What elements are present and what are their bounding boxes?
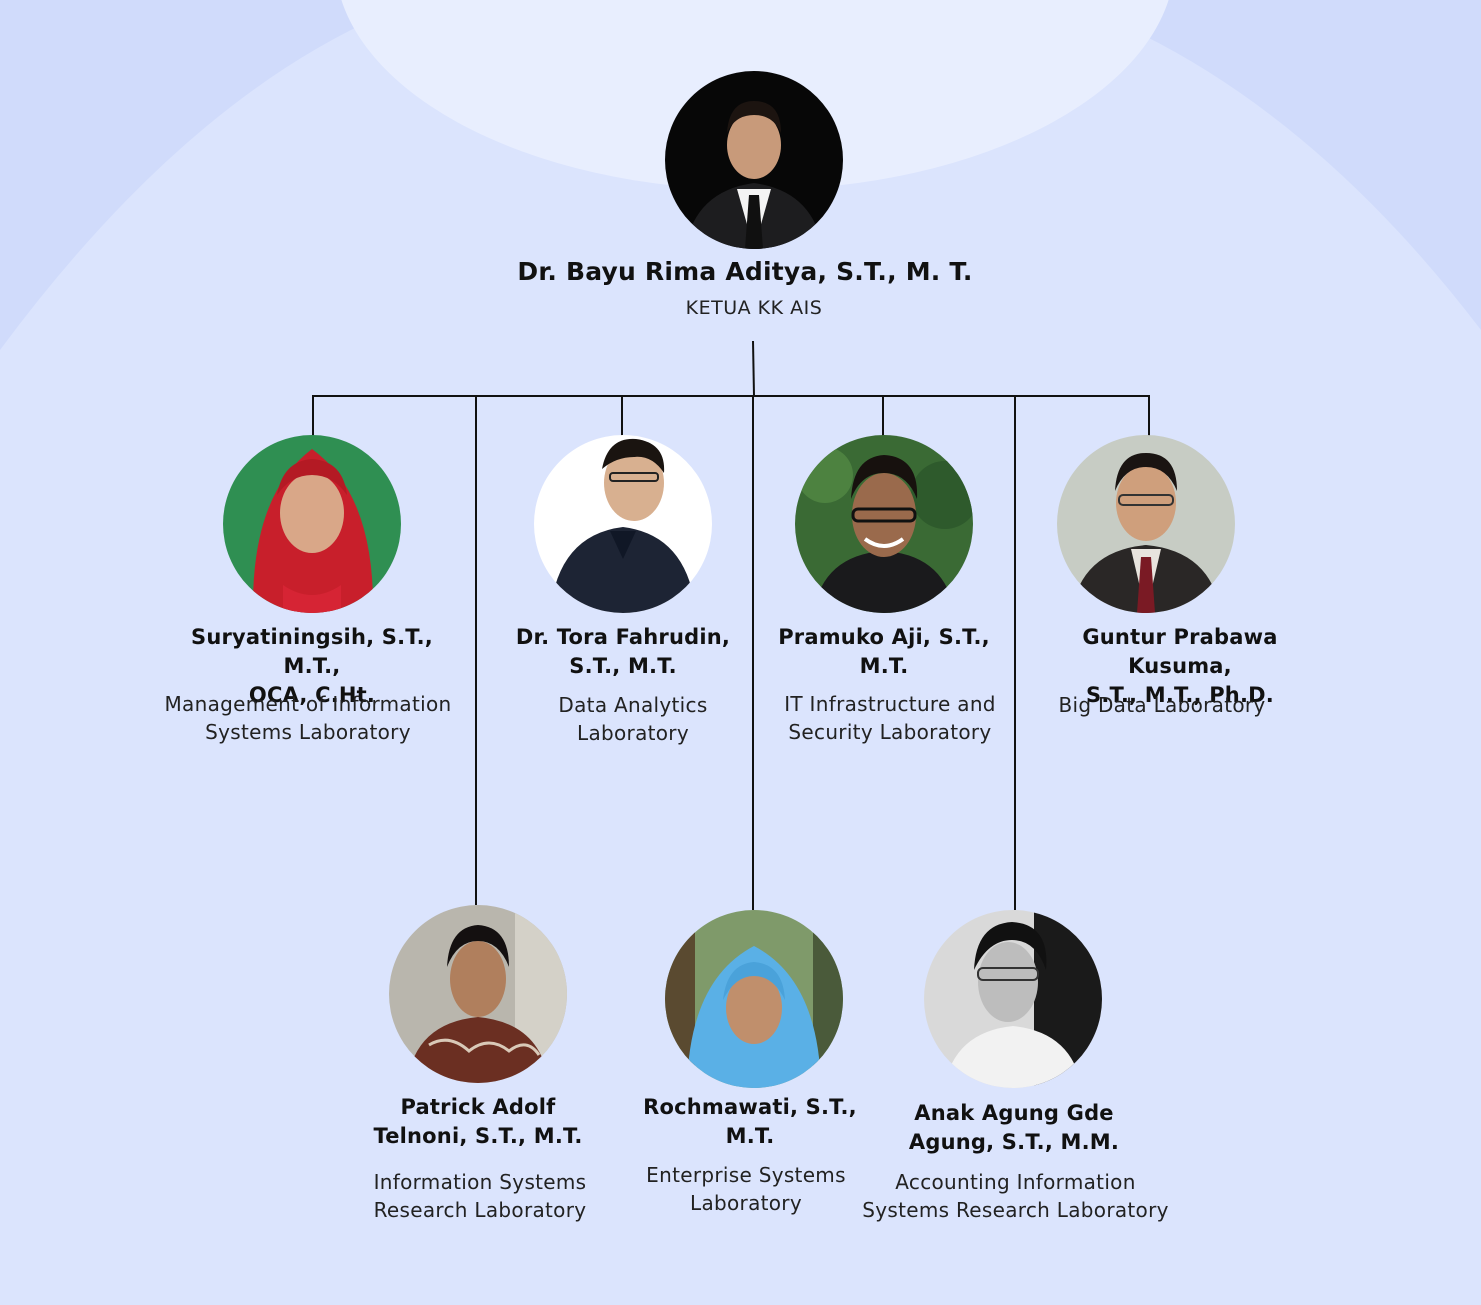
member-avatar-rochmawati	[665, 910, 843, 1088]
head-avatar	[665, 71, 843, 249]
member-name-pramuko: Pramuko Aji, S.T.,M.T.	[778, 625, 990, 678]
member-name-rochmawati: Rochmawati, S.T.,M.T.	[643, 1095, 857, 1148]
head-role: KETUA KK AIS	[685, 297, 823, 319]
member-name-suryatiningsih: Suryatiningsih, S.T., M.T.,OCA, C.Ht.	[191, 625, 433, 707]
member-avatar-tora	[534, 435, 712, 613]
member-avatar-pramuko	[795, 435, 973, 613]
member-name-tora: Dr. Tora Fahrudin,S.T., M.T.	[515, 625, 731, 678]
member-avatar-anak-agung	[924, 910, 1102, 1088]
member-role-guntur: Big Data Laboratory	[1058, 693, 1266, 717]
member-avatar-suryatiningsih	[223, 435, 401, 613]
member-name-guntur: Guntur Prabawa Kusuma,S.T., M.T., Ph.D.	[1082, 625, 1278, 707]
member-avatar-patrick	[389, 905, 567, 1083]
head-name: Dr. Bayu Rima Aditya, S.T., M. T.	[517, 257, 973, 286]
member-avatar-guntur	[1057, 435, 1235, 613]
